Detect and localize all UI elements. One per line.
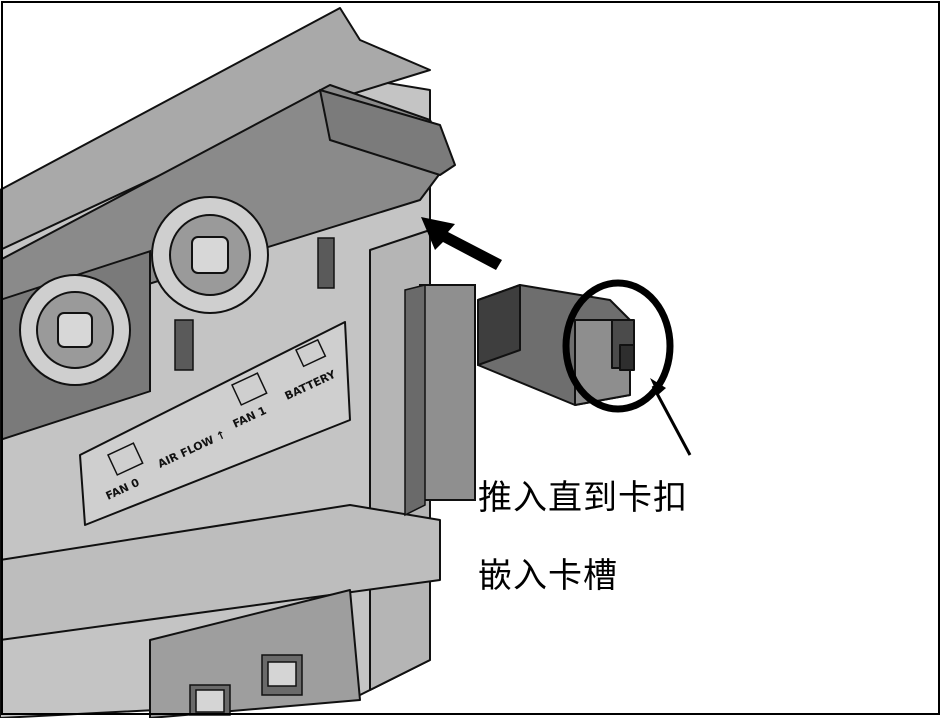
battery-connector bbox=[477, 284, 635, 406]
push-arrow-icon bbox=[421, 217, 502, 270]
tray-connectors bbox=[174, 237, 335, 371]
battery-icon bbox=[295, 338, 327, 368]
fan-module-0 bbox=[0, 249, 151, 442]
battery-slot bbox=[419, 284, 476, 501]
leader-arrowhead bbox=[650, 378, 666, 395]
battery-slot-shadow bbox=[404, 284, 426, 517]
highlight-circle-icon bbox=[562, 279, 674, 413]
ethernet-ports bbox=[189, 654, 303, 716]
fan-icon bbox=[107, 372, 268, 476]
fan-module-1 bbox=[151, 196, 269, 314]
callout-text-snap: 嵌入卡槽 bbox=[478, 556, 618, 596]
callout-leader-line bbox=[651, 385, 692, 456]
callout-text-push: 推入直到卡扣 bbox=[478, 478, 688, 518]
